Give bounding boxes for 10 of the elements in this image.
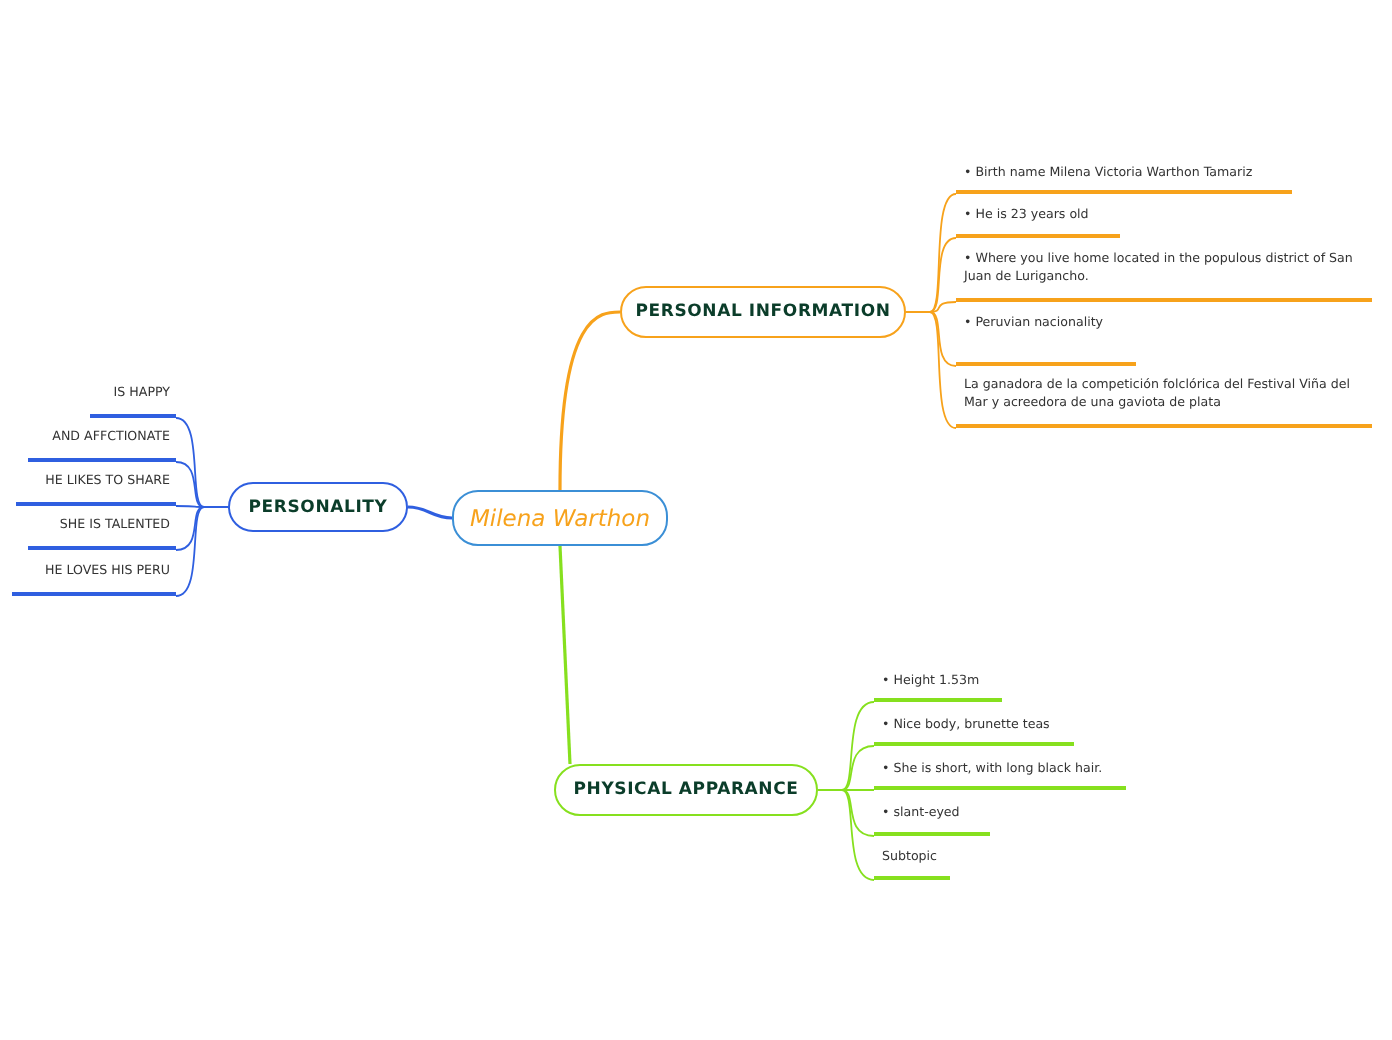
main-topic-box: PERSONAL INFORMATION <box>620 286 906 338</box>
main-topic-box: PERSONALITY <box>228 482 408 532</box>
branch-line <box>905 311 957 429</box>
branch-line <box>558 545 572 765</box>
branch-line <box>175 506 229 597</box>
main-topic-box: PHYSICAL APPARANCE <box>554 764 818 816</box>
branch-line <box>558 310 621 491</box>
central-topic-box: Milena Warthon <box>452 490 668 546</box>
branch-line <box>817 789 875 881</box>
branch-line <box>407 505 453 520</box>
